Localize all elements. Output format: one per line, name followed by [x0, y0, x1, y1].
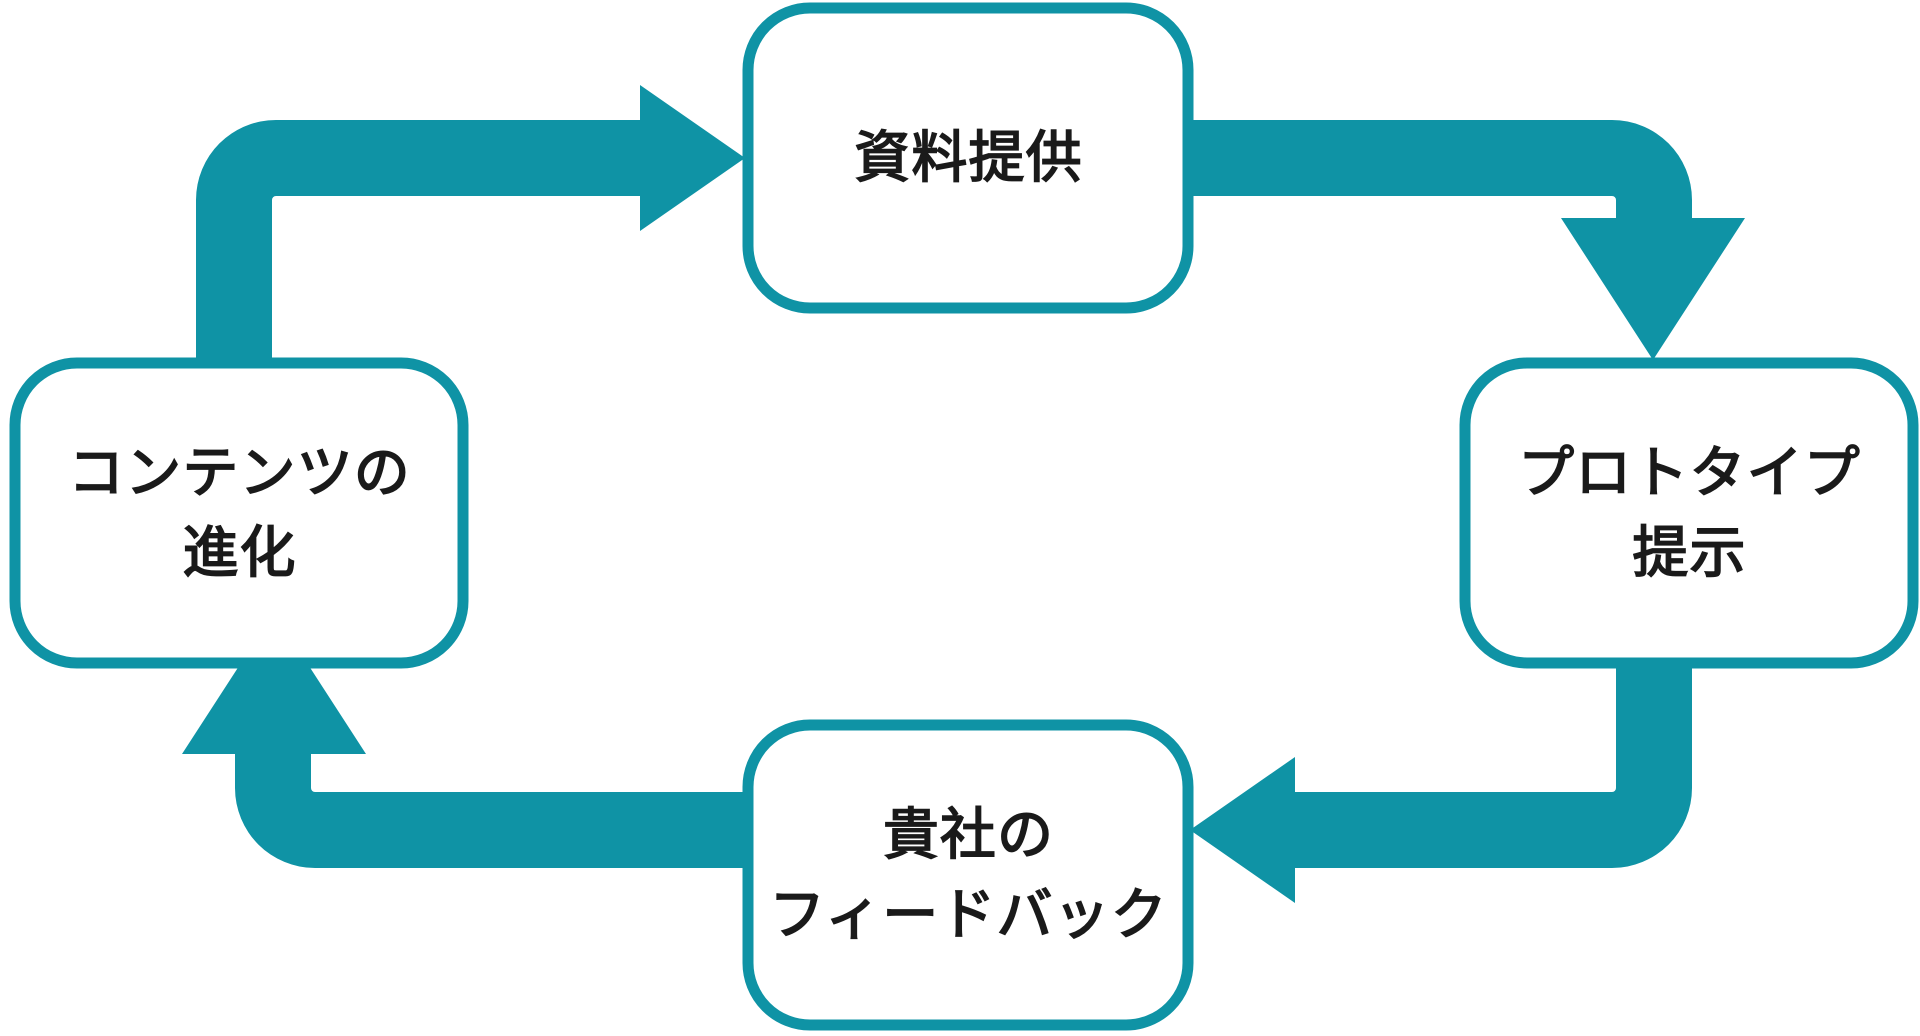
connector-prototype-to-feedback	[1190, 667, 1692, 903]
connector-path-supply-to-prototype	[1190, 120, 1745, 360]
connector-path-feedback-to-content	[182, 612, 745, 868]
connector-path-prototype-to-feedback	[1190, 667, 1692, 903]
node-box-prototype[interactable]	[1459, 357, 1919, 669]
connector-path-content-to-supply	[196, 85, 745, 515]
node-box-content[interactable]	[9, 357, 469, 669]
node-box-feedback[interactable]	[742, 719, 1194, 1031]
connector-supply-to-prototype	[1190, 120, 1745, 360]
connector-content-to-supply	[196, 85, 745, 515]
node-box-supply[interactable]	[742, 2, 1194, 314]
connector-feedback-to-content	[182, 612, 745, 868]
